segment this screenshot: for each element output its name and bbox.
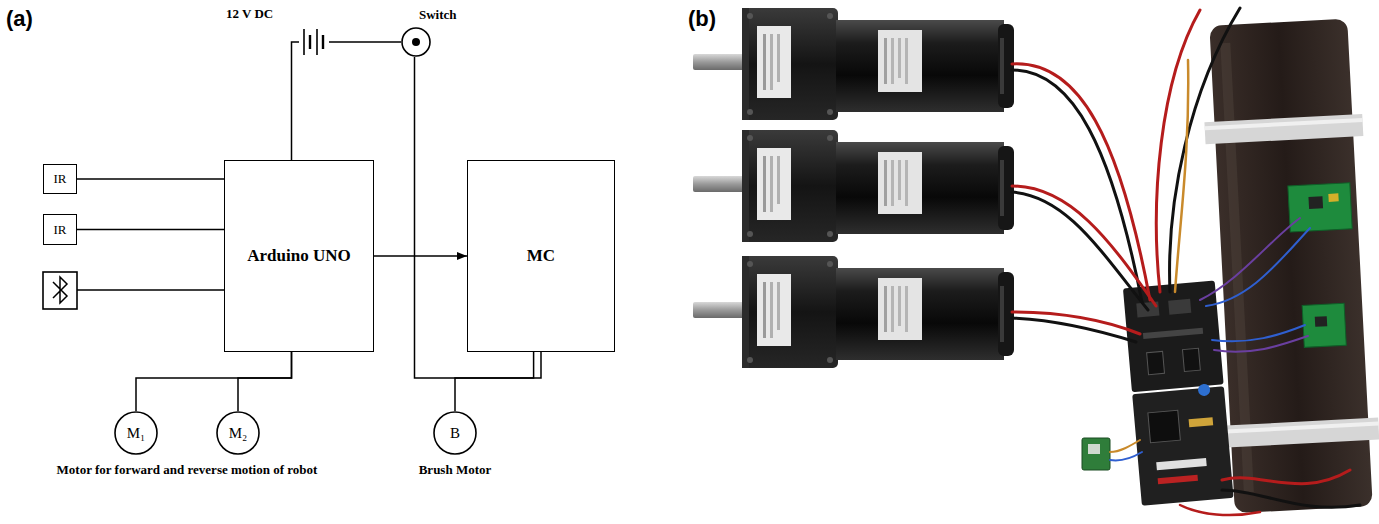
motor-controller-box: MC xyxy=(467,160,615,352)
circle-outline xyxy=(434,412,476,454)
node-label: IR xyxy=(54,171,67,187)
circle-outline xyxy=(217,412,259,454)
svg-line xyxy=(322,35,324,49)
circle-outline xyxy=(115,412,157,454)
svg-rect xyxy=(1315,316,1328,327)
sensor-box: IR xyxy=(43,214,77,245)
controller-box: Arduino UNO xyxy=(224,160,374,352)
voltage-label: 12 V DC xyxy=(226,6,273,22)
svg-path xyxy=(1170,8,1240,292)
svg-rect xyxy=(1082,438,1110,470)
svg-rect xyxy=(1156,458,1207,470)
svg-line xyxy=(309,35,311,49)
svg-path xyxy=(1175,60,1188,292)
motor-symbol: M₁ xyxy=(114,411,158,455)
panel-letter: (a) xyxy=(6,6,33,32)
svg-path xyxy=(53,277,67,303)
svg-circle xyxy=(1198,383,1211,396)
svg-rect xyxy=(1182,348,1200,371)
svg-g xyxy=(1123,281,1234,506)
wire-connector xyxy=(238,352,292,411)
svg-g xyxy=(1012,8,1360,515)
caption-note: Motor for forward and reverse motion of … xyxy=(46,462,328,478)
wire-connector xyxy=(77,229,224,231)
node-label: Switch xyxy=(419,7,457,23)
svg-rect xyxy=(1302,303,1346,347)
svg-rect xyxy=(1221,422,1379,434)
svg-path xyxy=(1206,228,1310,306)
svg-rect xyxy=(1147,351,1165,374)
svg-rect xyxy=(1220,418,1379,448)
svg-path xyxy=(1012,64,1150,300)
svg-line xyxy=(316,29,318,55)
node-caption: Brush Motor xyxy=(419,462,492,478)
node-label: M₂ xyxy=(229,425,248,442)
svg-rect xyxy=(1328,193,1338,202)
svg-path xyxy=(1012,70,1142,302)
motor-symbol: M₂ xyxy=(216,411,260,455)
svg-rect xyxy=(1143,328,1203,339)
svg-path xyxy=(1214,336,1308,352)
svg-rect xyxy=(1308,196,1323,209)
svg-rect xyxy=(1158,475,1198,484)
svg-path xyxy=(1012,192,1148,310)
svg-use xyxy=(693,256,1014,368)
svg-rect xyxy=(1088,444,1100,454)
svg-use xyxy=(693,8,1014,120)
wire-connector xyxy=(374,255,467,257)
svg-rect xyxy=(1189,417,1214,427)
svg-line xyxy=(303,29,305,55)
sensor-box: IR xyxy=(43,164,77,194)
svg-line xyxy=(77,289,224,291)
svg-rect xyxy=(1288,183,1352,232)
node-label: MC xyxy=(527,246,555,266)
svg-path xyxy=(1012,318,1136,342)
motor-symbol: BBrush Motor xyxy=(433,411,477,455)
svg-rect xyxy=(1205,118,1363,130)
battery-symbol xyxy=(299,26,329,58)
svg-rect xyxy=(1204,114,1363,144)
svg-rect xyxy=(43,272,77,309)
svg-path xyxy=(1012,312,1140,334)
node-label: Arduino UNO xyxy=(247,246,350,266)
node-label: B xyxy=(450,425,460,442)
svg-path xyxy=(1012,186,1156,306)
wire-connector xyxy=(136,352,292,411)
svg-path xyxy=(1180,505,1260,515)
switch-contact xyxy=(412,38,420,46)
bluetooth-module xyxy=(43,272,224,309)
svg-path xyxy=(1110,452,1142,461)
node-label: IR xyxy=(54,222,67,238)
svg-rect xyxy=(299,26,329,58)
svg-path xyxy=(1110,440,1140,452)
wire-connector xyxy=(77,178,224,180)
svg-use xyxy=(693,130,1014,242)
svg-rect xyxy=(1168,299,1191,315)
wire-connector xyxy=(292,42,402,160)
svg-path xyxy=(1222,470,1350,484)
svg-path xyxy=(1212,325,1305,341)
switch-symbol: Switch xyxy=(401,27,431,57)
svg-path xyxy=(1156,10,1200,292)
svg-rect xyxy=(1148,410,1181,443)
svg-path xyxy=(1222,490,1360,507)
circle-outline xyxy=(401,27,431,57)
circle-outline xyxy=(402,28,430,56)
panel-letter: (b) xyxy=(688,6,716,32)
wire-connector xyxy=(455,352,534,411)
node-label: M₁ xyxy=(127,425,146,442)
svg-rect xyxy=(1132,386,1233,506)
